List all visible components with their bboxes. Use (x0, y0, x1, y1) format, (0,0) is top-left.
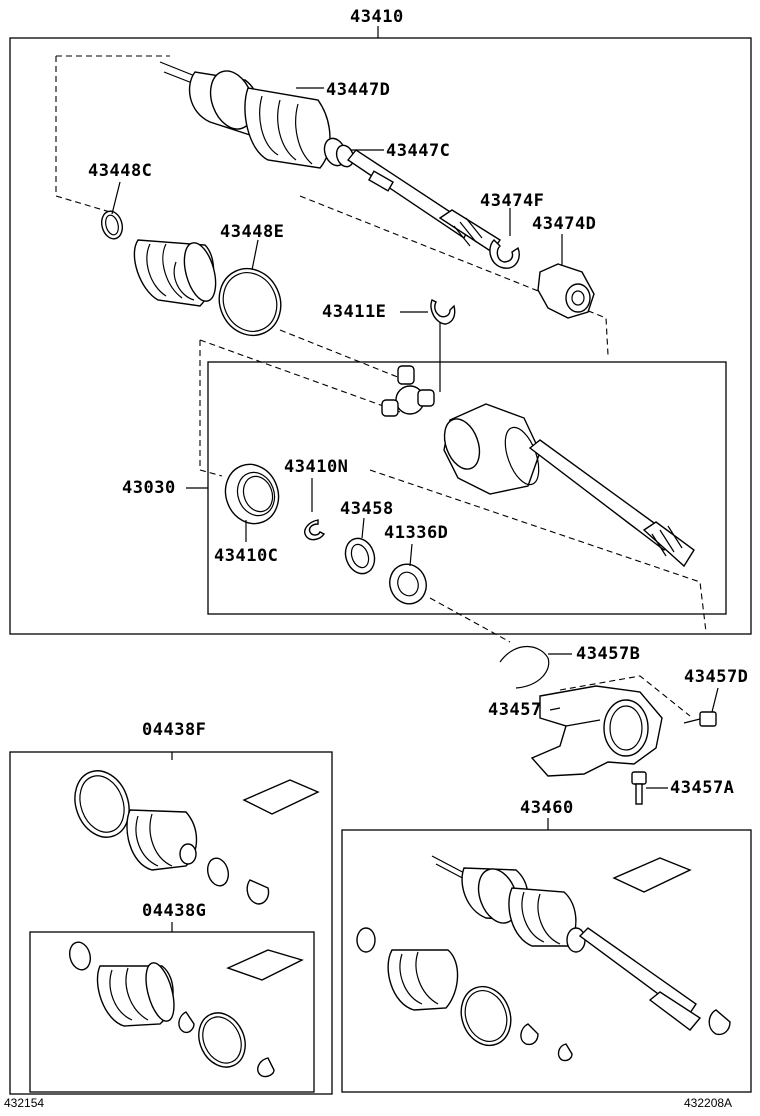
clip-43474f (489, 239, 520, 269)
drive-shaft-top (346, 149, 501, 253)
label-43474F: 43474F (480, 191, 545, 211)
label-43460: 43460 (520, 798, 574, 818)
clamp-43448e (218, 267, 282, 337)
frame-43030 (207, 361, 727, 615)
label-43448C: 43448C (88, 161, 153, 181)
figure-ref-right: 432208A (684, 1096, 733, 1110)
bolt-43457d (683, 711, 717, 727)
label-43030: 43030 (122, 478, 176, 498)
label-43411E: 43411E (322, 302, 387, 322)
label-43457D: 43457D (684, 667, 749, 687)
snap-ring-43457b (499, 646, 550, 689)
drive-shaft-assembly-43460 (356, 855, 731, 1062)
bearing-bracket-43457 (530, 685, 663, 777)
label-43457A: 43457A (670, 778, 735, 798)
boot-kit-04438g (68, 941, 304, 1078)
bolt-43457a (631, 771, 647, 805)
tripod-joint (381, 365, 435, 417)
figure-ref-left: 432154 (4, 1096, 45, 1110)
seal-43458 (344, 537, 376, 575)
label-43457: 43457 (488, 700, 542, 720)
bearing-43410c (224, 463, 280, 525)
inner-joint-housing (443, 403, 695, 568)
boot-kit-04438f (74, 770, 320, 905)
label-04438G: 04438G (142, 901, 207, 921)
label-43447C: 43447C (386, 141, 451, 161)
frame-43460 (341, 829, 752, 1093)
label-43458: 43458 (340, 499, 394, 519)
ring-43410n (304, 519, 326, 541)
label-41336D: 41336D (384, 523, 449, 543)
label-43410N: 43410N (284, 457, 349, 477)
label-43447D: 43447D (326, 80, 391, 100)
label-43410: 43410 (350, 7, 404, 27)
frame-04438F (9, 751, 333, 1095)
label-04438F: 04438F (142, 720, 207, 740)
label-43410C: 43410C (214, 546, 279, 566)
nut-43474d (537, 263, 595, 319)
label-43448E: 43448E (220, 222, 285, 242)
outer-cv-joint (159, 61, 331, 169)
snap-ring-43411e (430, 299, 456, 325)
label-43474D: 43474D (532, 214, 597, 234)
inner-boot (133, 239, 217, 307)
frame-43410 (9, 37, 752, 635)
label-43457B: 43457B (576, 644, 641, 664)
seal-41336d (389, 563, 427, 605)
